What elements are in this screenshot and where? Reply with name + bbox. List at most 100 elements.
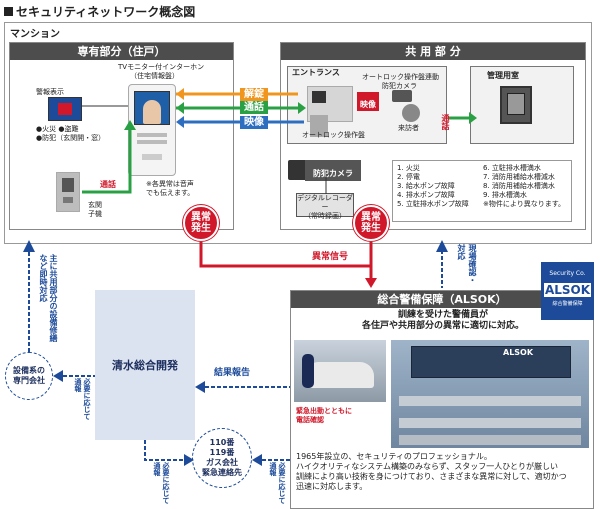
monitor-screen-icon <box>134 91 170 125</box>
emergency-contact: 緊急連絡先 <box>202 468 242 477</box>
monitor-item: 6. 立駐排水槽満水 <box>483 164 541 172</box>
unlock-label: 解錠 <box>240 88 268 101</box>
shimizu-to-emergency-arrow <box>144 440 194 466</box>
unlock-arrow-head <box>176 88 184 100</box>
shimizu-box: 清水総合開発 <box>95 290 195 440</box>
field-check-arrow <box>436 240 448 288</box>
security-camera-label: 防犯カメラ <box>313 169 353 178</box>
monitoring-list-left: 1. 火災 2. 停電 3. 給水ポンプ故障 4. 排水ポンプ故障 5. 立駐排… <box>397 164 479 209</box>
contact-as-needed-1: 必要に応じて通報 <box>74 378 91 420</box>
alsok-logo-top: Security Co. <box>549 270 586 277</box>
photo-caption-1: 緊急出動とともに <box>296 407 352 415</box>
monitor-item: 9. 排水槽満水 <box>483 191 527 199</box>
monitor-item: 7. 消防用補給水槽減水 <box>483 173 555 181</box>
monitor-item: 2. 停電 <box>397 173 420 181</box>
alsok-body-2: ハイクオリティなシステム構築のみならず、スタッフ一人ひとりが厳しい <box>296 462 558 471</box>
mansion-label: マンション <box>10 29 60 40</box>
alsok-logo: Security Co. ALSOK 綜合警備保障 <box>541 262 594 320</box>
recorder-label-2: （常時録画） <box>304 212 346 220</box>
visitor-label: 来訪者 <box>398 124 419 132</box>
contact-as-needed-2: 必要に応じて通報 <box>153 462 170 504</box>
common-call-arrow <box>449 112 477 124</box>
call-arrow-head-right <box>298 102 306 114</box>
autolock-panel-label: オートロック操作盤 <box>302 131 365 139</box>
alsok-body-3: 訓練により高い技術を身につけており、さまざまな異常に対して、適切かつ <box>296 472 567 481</box>
monitor-item: 1. 火災 <box>397 164 420 172</box>
abnormal-badge-private: 異常発生 <box>183 205 219 241</box>
monitor-item: 3. 給水ポンプ故障 <box>397 182 455 190</box>
common-call-label: 通話 <box>441 114 450 130</box>
management-room-label: 管理用室 <box>487 71 519 80</box>
alarm-connector <box>82 105 128 107</box>
private-area-panel: 専有部分（住戸） <box>9 42 234 230</box>
emergency-gas: ガス会社 <box>206 458 238 467</box>
common-area-header: 共 用 部 分 <box>281 43 585 60</box>
control-room-screen-text: ALSOK <box>503 348 534 357</box>
video-arrow-head <box>176 116 184 128</box>
monitor-item: 4. 排水ポンプ故障 <box>397 191 455 199</box>
alsok-body-1: 1965年設立の、セキュリティのプロフェッショナル。 <box>296 452 492 461</box>
entrance-call-label: 通話 <box>100 180 116 189</box>
monitor-item: 8. 消防用補給水槽満水 <box>483 182 555 190</box>
field-check-label: 現場確認・対応 <box>457 244 477 284</box>
security-camera-label-box: 防犯カメラ <box>305 160 361 181</box>
entrance-unit-label-2: 子機 <box>88 210 102 218</box>
alarm-item-1: ●火災 ●盗難 <box>36 125 79 133</box>
abnormal-badge-private-text: 異常発生 <box>191 212 211 234</box>
visitor-icon <box>402 104 420 122</box>
entrance-unit-label-1: 玄関 <box>88 201 102 209</box>
camera-video-label: 映像 <box>360 100 376 109</box>
alsok-to-emergency-arrow <box>252 454 290 466</box>
alsok-body: 1965年設立の、セキュリティのプロフェッショナル。 ハイクオリティなシステム構… <box>296 452 588 492</box>
camera-recorder-line <box>325 176 327 194</box>
intercom-note-1: ※各異常は音声 <box>146 180 194 188</box>
autolock-camera-label-2: 防犯カメラ <box>382 82 417 90</box>
equipment-company-circle: 設備系の 専門会社 <box>5 352 53 400</box>
alarm-display-title: 警報表示 <box>36 88 64 96</box>
autolock-camera-label-1: オートロック操作盤連動 <box>362 73 439 81</box>
monitoring-list-box: 1. 火災 2. 停電 3. 給水ポンプ故障 4. 排水ポンプ故障 5. 立駐排… <box>392 160 572 222</box>
shimizu-label: 清水総合開発 <box>112 359 178 372</box>
monitoring-list-right: 6. 立駐排水槽満水 7. 消防用補給水槽減水 8. 消防用補給水槽満水 9. … <box>483 164 567 209</box>
equipment-to-mansion-arrow <box>23 240 35 352</box>
contact-as-needed-3: 必要に応じて通報 <box>269 462 286 504</box>
alarm-item-2: ●防犯（玄関開・窓） <box>36 134 106 142</box>
result-report-arrow <box>195 381 290 393</box>
alsok-headline-2: 各住戸や共用部分の異常に適切に対応。 <box>361 321 524 331</box>
emergency-110: 110番 <box>209 438 235 447</box>
abnormal-badge-common: 異常発生 <box>353 205 389 241</box>
autolock-panel-icon <box>307 86 353 137</box>
private-area-header: 専有部分（住戸） <box>10 43 233 60</box>
result-report-label: 結果報告 <box>214 368 251 378</box>
entrance-label: エントランス <box>292 68 340 77</box>
shimizu-to-equipment-arrow <box>53 370 95 382</box>
small-camera-icon <box>392 90 412 102</box>
abnormal-signal-label: 異常信号 <box>312 252 349 262</box>
maintenance-note: 主に共用部分の設備修繕など即時対応 <box>39 254 58 342</box>
alarm-display-icon <box>48 97 82 121</box>
call-label: 通話 <box>240 101 268 114</box>
recorder-label-1: デジタルレコーダー <box>297 194 353 211</box>
equipment-company-label-2: 専門会社 <box>13 376 45 385</box>
alsok-header: 総合警備保障（ALSOK） <box>291 291 593 308</box>
page-title-text: セキュリティネットワーク概念図 <box>16 5 196 19</box>
intercom-title-2: （住宅情報盤） <box>130 72 179 80</box>
alsok-logo-text: ALSOK <box>544 283 591 297</box>
photo-caption-2: 電話確認 <box>296 416 324 424</box>
equipment-company-label-1: 設備系の <box>13 366 45 375</box>
guard-photo <box>294 340 386 402</box>
entrance-unit-icon <box>56 172 80 212</box>
page-title: セキュリティネットワーク概念図 <box>4 3 195 20</box>
abnormal-badge-common-text: 異常発生 <box>361 212 381 234</box>
camera-video-label-box: 映像 <box>357 92 379 111</box>
recorder-box: デジタルレコーダー （常時録画） <box>296 193 354 220</box>
alsok-logo-bottom: 綜合警備保障 <box>552 301 583 307</box>
emergency-contacts-circle: 110番 119番 ガス会社 緊急連絡先 <box>192 428 252 488</box>
control-room-photo: ALSOK <box>391 340 589 448</box>
alsok-headline-1: 訓練を受けた警備員が <box>397 310 488 320</box>
intercom-title-1: TVモニター付インターホン <box>118 63 205 71</box>
abnormal-signal-path <box>199 242 377 288</box>
alsok-headline: 訓練を受けた警備員が 各住戸や共用部分の異常に適切に対応。 <box>300 310 586 332</box>
video-label: 映像 <box>240 116 268 129</box>
emergency-119: 119番 <box>209 448 235 457</box>
